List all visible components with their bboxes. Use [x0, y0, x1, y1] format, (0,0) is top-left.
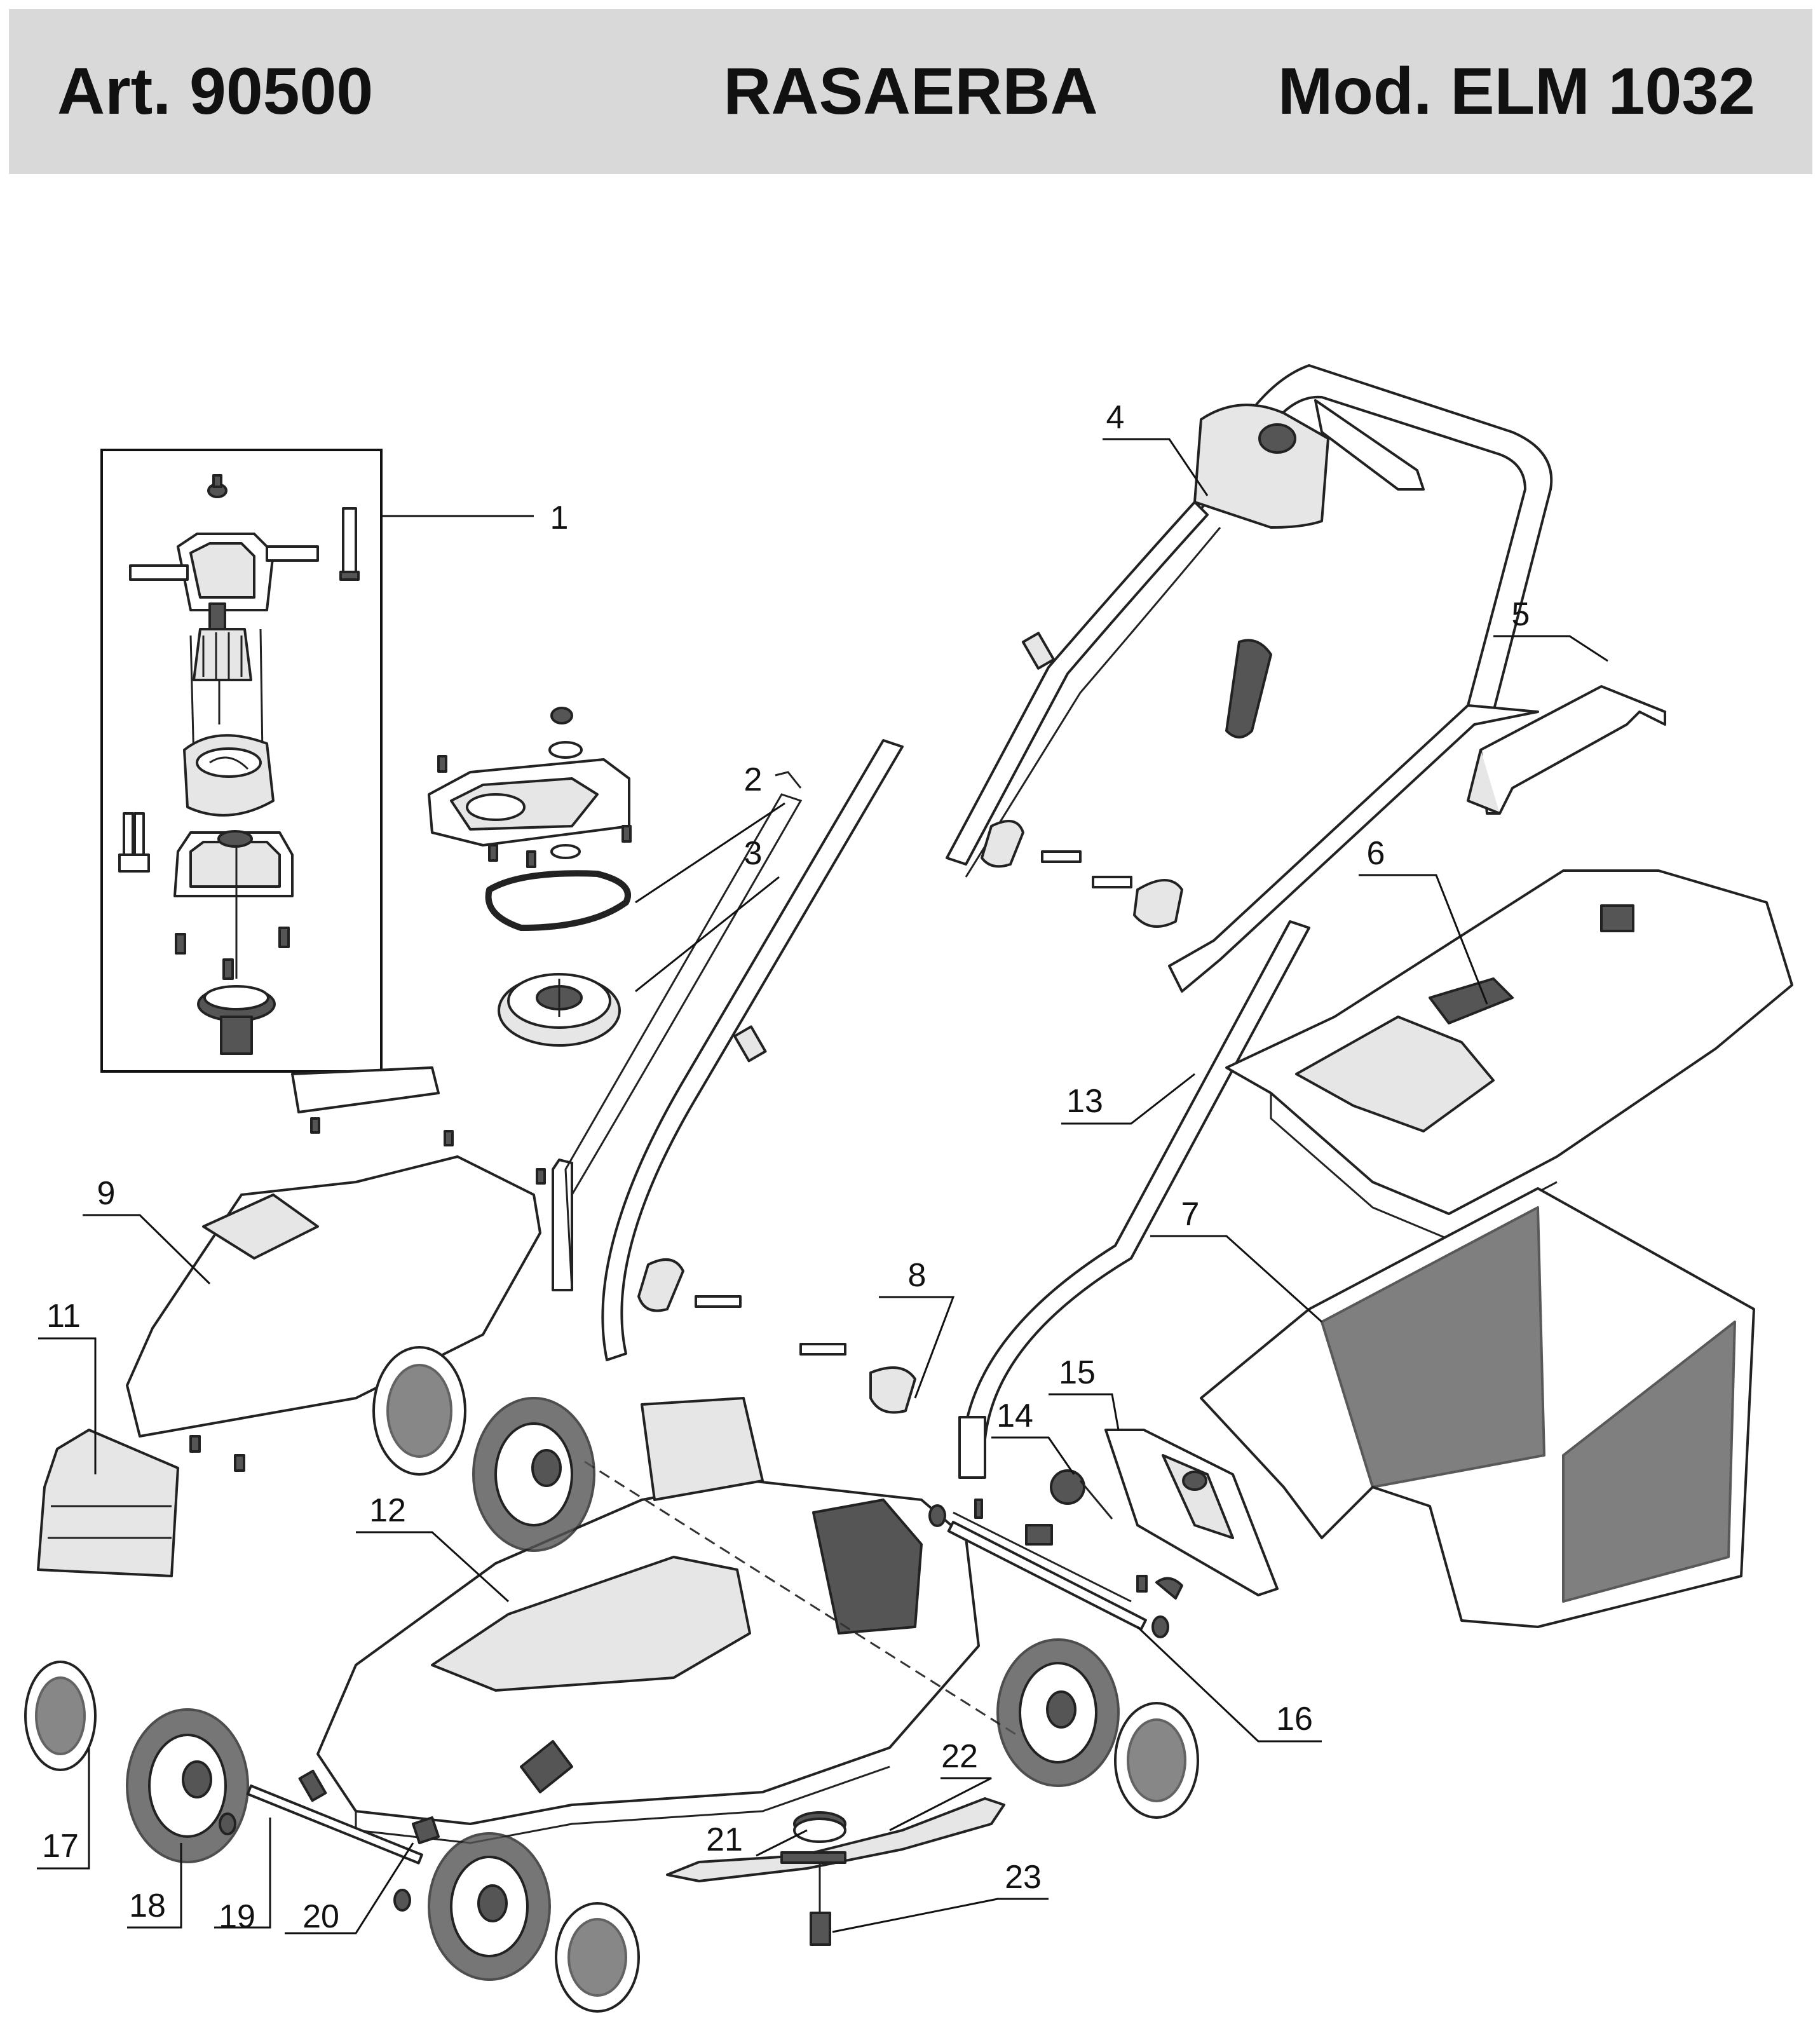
part-22-blade — [666, 1797, 1005, 1882]
wheel-front-left — [126, 1708, 249, 1863]
callout-20: 20 — [302, 1898, 339, 1935]
part-14-spring — [1025, 1469, 1113, 1546]
callout-13: 13 — [1066, 1083, 1103, 1120]
wheel-front-right — [428, 1832, 551, 1981]
callout-1: 1 — [550, 500, 569, 536]
part-2-3-gearbox-belt-pulley — [428, 707, 632, 1047]
part-19-20-front-axle — [219, 1769, 440, 1912]
callout-12: 12 — [369, 1492, 406, 1529]
callout-22: 22 — [941, 1738, 978, 1775]
part-7-grassbox — [1200, 1187, 1755, 1628]
part-11-rear-flap — [37, 1429, 245, 1577]
callout-16: 16 — [1276, 1701, 1313, 1737]
callout-2: 2 — [744, 761, 763, 798]
wheel-front-left-hub — [24, 1661, 97, 1771]
callout-labels: 1 2 3 4 5 6 7 8 9 11 12 13 14 15 16 17 1… — [42, 399, 1530, 1935]
wheel-rear-left-outer — [372, 1346, 466, 1476]
page-title: RASAERBA — [723, 55, 1098, 128]
handle-knobs-and-bolts — [637, 820, 1183, 1414]
callout-3: 3 — [744, 835, 763, 872]
part-6-grassbox-lid — [1225, 869, 1793, 1241]
wheel-rear-right — [996, 1638, 1120, 1787]
callout-15: 15 — [1059, 1354, 1096, 1391]
part-13-lower-handle-bar — [958, 920, 1310, 1479]
callout-9: 9 — [97, 1175, 116, 1212]
callout-6: 6 — [1367, 835, 1385, 872]
callout-18: 18 — [129, 1887, 166, 1924]
part-9-motor-cover — [126, 1066, 546, 1438]
part-2-3-middle-handle-bars — [552, 739, 904, 1361]
part-4-upper-handle-switch — [946, 364, 1553, 993]
part-5-carry-handle — [1467, 685, 1666, 815]
callout-4: 4 — [1106, 399, 1125, 436]
callout-19: 19 — [219, 1898, 255, 1935]
part-23-blade-bolt — [810, 1862, 831, 1946]
callout-11: 11 — [46, 1298, 81, 1335]
model-number: Mod. ELM 1032 — [1277, 55, 1755, 128]
callout-8: 8 — [908, 1257, 927, 1294]
article-number: Art. 90500 — [57, 55, 374, 128]
callout-leaders — [37, 438, 1608, 1934]
wheel-front-right-hub — [555, 1902, 640, 2013]
wheel-rear-right-hub — [1114, 1702, 1199, 1819]
callout-23: 23 — [1005, 1859, 1042, 1896]
wheel-rear-left — [472, 1397, 595, 1552]
callout-14: 14 — [996, 1397, 1033, 1434]
callout-5: 5 — [1512, 596, 1530, 633]
callout-21: 21 — [706, 1821, 743, 1858]
callout-7: 7 — [1181, 1196, 1200, 1233]
callout-17: 17 — [42, 1828, 79, 1865]
header-bar: Art. 90500 RASAERBA Mod. ELM 1032 — [9, 9, 1812, 174]
part-12-mower-deck — [316, 1397, 1147, 1844]
part-16-rear-axle-washers — [928, 1499, 983, 1527]
part-15-rear-guard-flap — [1104, 1429, 1279, 1638]
part-21-blade-adapter — [793, 1811, 846, 1843]
wheels — [24, 1346, 1199, 2013]
part-1-motor-assembly — [100, 449, 383, 1073]
